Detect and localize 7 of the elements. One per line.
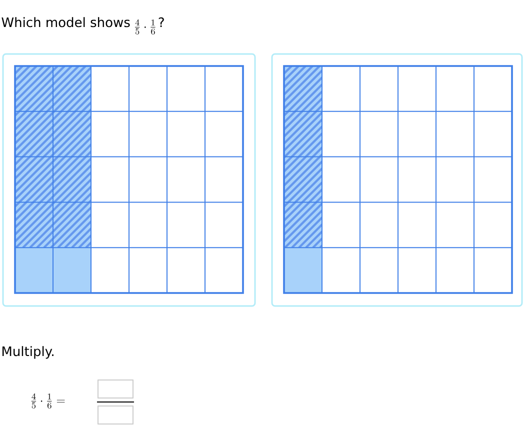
instruction-text: Multiply. bbox=[2, 346, 54, 359]
question-text: Which model shows bbox=[2, 17, 130, 28]
fraction-product: $\frac{4}{5}\cdot\frac{1}{6} =$ bbox=[31, 393, 65, 409]
answer-card bbox=[271, 53, 523, 307]
question-mark: ? bbox=[158, 17, 164, 27]
fraction-product: $\frac{4}{5}\cdot\frac{1}{6}$ bbox=[135, 19, 156, 35]
answer-card bbox=[2, 53, 256, 307]
